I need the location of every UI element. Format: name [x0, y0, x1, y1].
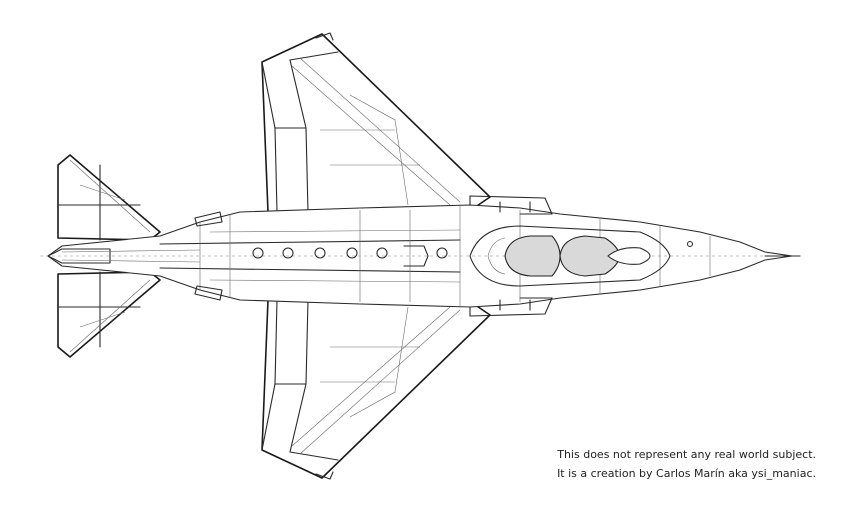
upper-wing — [261, 32, 491, 213]
caption-line-1: This does not represent any real world s… — [557, 448, 816, 461]
canopy — [469, 225, 694, 287]
lower-stabilizer — [57, 271, 161, 358]
spine-access-panels — [252, 245, 448, 267]
lower-wing — [261, 299, 491, 480]
author-caption: This does not represent any real world s… — [557, 445, 816, 483]
intakes — [194, 195, 553, 317]
fuselage — [40, 204, 801, 308]
caption-line-2: It is a creation by Carlos Marín aka ysi… — [557, 467, 816, 480]
upper-stabilizer — [57, 154, 161, 241]
